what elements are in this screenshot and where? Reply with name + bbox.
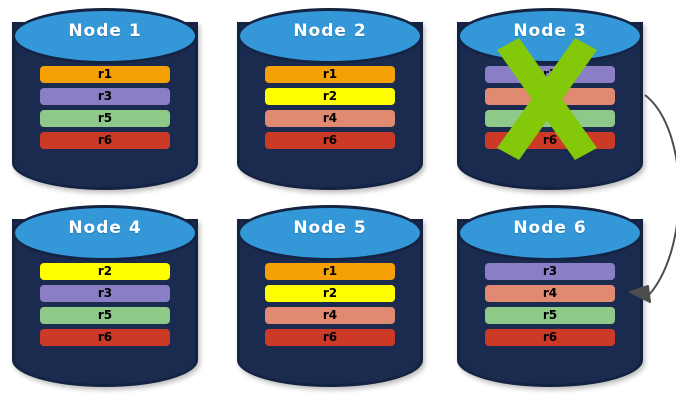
replica-row-list: r3 r4 r5 r6	[485, 263, 615, 351]
node-cylinder-3[interactable]: Node 3 r3 r4 r5 r6	[457, 8, 643, 190]
cylinder-top-ellipse	[457, 205, 643, 261]
node-label: Node 3	[513, 21, 587, 41]
node-cylinder-4[interactable]: Node 4 r2 r3 r5 r6	[12, 205, 198, 387]
replica-row[interactable]: r3	[40, 88, 170, 105]
replica-row[interactable]: r3	[40, 285, 170, 302]
replica-row[interactable]: r1	[40, 66, 170, 83]
replica-row[interactable]: r2	[265, 88, 395, 105]
cylinder-top-ellipse	[12, 205, 198, 261]
replica-row[interactable]: r4	[265, 307, 395, 324]
cylinder-top-ellipse	[12, 8, 198, 64]
replica-row[interactable]: r2	[265, 285, 395, 302]
node-label: Node 1	[68, 21, 142, 41]
replica-row[interactable]: r1	[265, 66, 395, 83]
replica-row-list: r2 r3 r5 r6	[40, 263, 170, 351]
cylinder-top-ellipse	[237, 205, 423, 261]
node-cylinder-5[interactable]: Node 5 r1 r2 r4 r6	[237, 205, 423, 387]
replica-row-list: r1 r3 r5 r6	[40, 66, 170, 154]
node-cylinder-1[interactable]: Node 1 r1 r3 r5 r6	[12, 8, 198, 190]
replica-row[interactable]: r6	[485, 132, 615, 149]
replica-row[interactable]: r4	[485, 285, 615, 302]
cylinder-top-ellipse	[237, 8, 423, 64]
replica-row[interactable]: r4	[265, 110, 395, 127]
replica-row[interactable]: r6	[265, 329, 395, 346]
node-label: Node 4	[68, 218, 142, 238]
replica-row[interactable]: r5	[485, 110, 615, 127]
replica-row-list: r3 r4 r5 r6	[485, 66, 615, 154]
replica-row[interactable]: r6	[265, 132, 395, 149]
replica-row-list: r1 r2 r4 r6	[265, 66, 395, 154]
replica-row[interactable]: r3	[485, 66, 615, 83]
replica-row[interactable]: r2	[40, 263, 170, 280]
replica-row-list: r1 r2 r4 r6	[265, 263, 395, 351]
replica-row[interactable]: r5	[40, 307, 170, 324]
node-cylinder-6[interactable]: Node 6 r3 r4 r5 r6	[457, 205, 643, 387]
replica-row[interactable]: r4	[485, 88, 615, 105]
node-label: Node 2	[293, 21, 367, 41]
replica-row[interactable]: r1	[265, 263, 395, 280]
replica-row[interactable]: r6	[40, 329, 170, 346]
replica-row[interactable]: r5	[40, 110, 170, 127]
replica-row[interactable]: r6	[40, 132, 170, 149]
node-label: Node 5	[293, 218, 367, 238]
node-label: Node 6	[513, 218, 587, 238]
replica-row[interactable]: r3	[485, 263, 615, 280]
replica-row[interactable]: r5	[485, 307, 615, 324]
replica-row[interactable]: r6	[485, 329, 615, 346]
node-cylinder-2[interactable]: Node 2 r1 r2 r4 r6	[237, 8, 423, 190]
